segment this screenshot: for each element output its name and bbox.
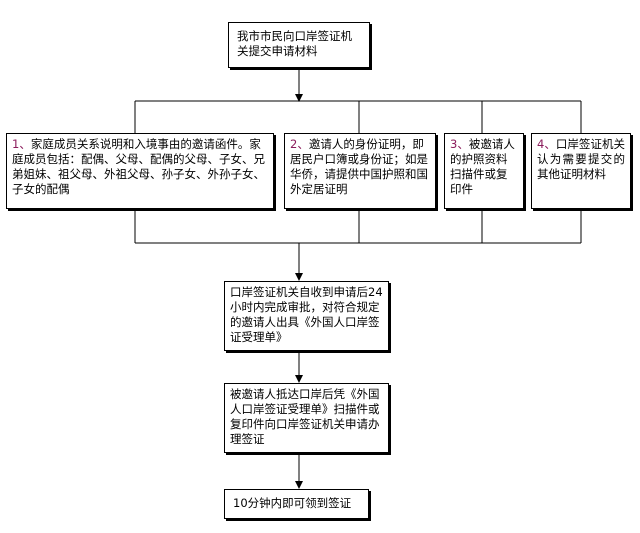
- node-arrival-application: 被邀请人抵达口岸后凭《外国人口岸签证受理单》扫描件或复印件向口岸签证机关申请办理…: [224, 383, 389, 453]
- node-passport-copy: 3、被邀请人的护照资料扫描件或复印件: [444, 133, 524, 209]
- node-submit-application: 我市市民向口岸签证机关提交申请材料: [228, 22, 370, 68]
- node-inviter-identity-text: 邀请人的身份证明，即居民户口簿或身份证；如是华侨，请提供中国护照和国外定居证明: [290, 137, 428, 196]
- arrow-to-arrive: [295, 375, 303, 383]
- node-arrival-application-text: 被邀请人抵达口岸后凭《外国人口岸签证受理单》扫描件或复印件向口岸签证机关申请办理…: [230, 387, 380, 446]
- arrow-top: [295, 94, 303, 102]
- node-receive-visa-text: 10分钟内即可领到签证: [233, 496, 352, 510]
- node-inviter-identity-number: 2、: [290, 137, 309, 151]
- node-submit-application-text: 我市市民向口岸签证机关提交申请材料: [237, 29, 352, 58]
- node-passport-copy-number: 3、: [450, 137, 469, 151]
- node-invitation-letter: 1、家庭成员关系说明和入境事由的邀请函件。家庭成员包括：配偶、父母、配偶的父母、…: [6, 133, 274, 209]
- node-approval: 口岸签证机关自收到申请后24小时内完成审批，对符合规定的邀请人出具《外国人口岸签…: [224, 281, 389, 351]
- node-other-documents-number: 4、: [537, 137, 556, 151]
- arrow-to-final: [295, 481, 303, 489]
- node-passport-copy-text: 被邀请人的护照资料扫描件或复印件: [450, 137, 515, 196]
- node-inviter-identity: 2、邀请人的身份证明，即居民户口簿或身份证；如是华侨，请提供中国护照和国外定居证…: [284, 133, 436, 209]
- node-approval-text: 口岸签证机关自收到申请后24小时内完成审批，对符合规定的邀请人出具《外国人口岸签…: [230, 285, 383, 344]
- node-invitation-letter-number: 1、: [12, 137, 31, 151]
- node-other-documents: 4、口岸签证机关认为需要提交的其他证明材料: [531, 133, 631, 209]
- node-invitation-letter-text: 家庭成员关系说明和入境事由的邀请函件。家庭成员包括：配偶、父母、配偶的父母、子女…: [12, 137, 265, 196]
- node-other-documents-text: 口岸签证机关认为需要提交的其他证明材料: [537, 137, 625, 181]
- arrow-to-review: [295, 273, 303, 281]
- node-receive-visa: 10分钟内即可领到签证: [224, 489, 369, 519]
